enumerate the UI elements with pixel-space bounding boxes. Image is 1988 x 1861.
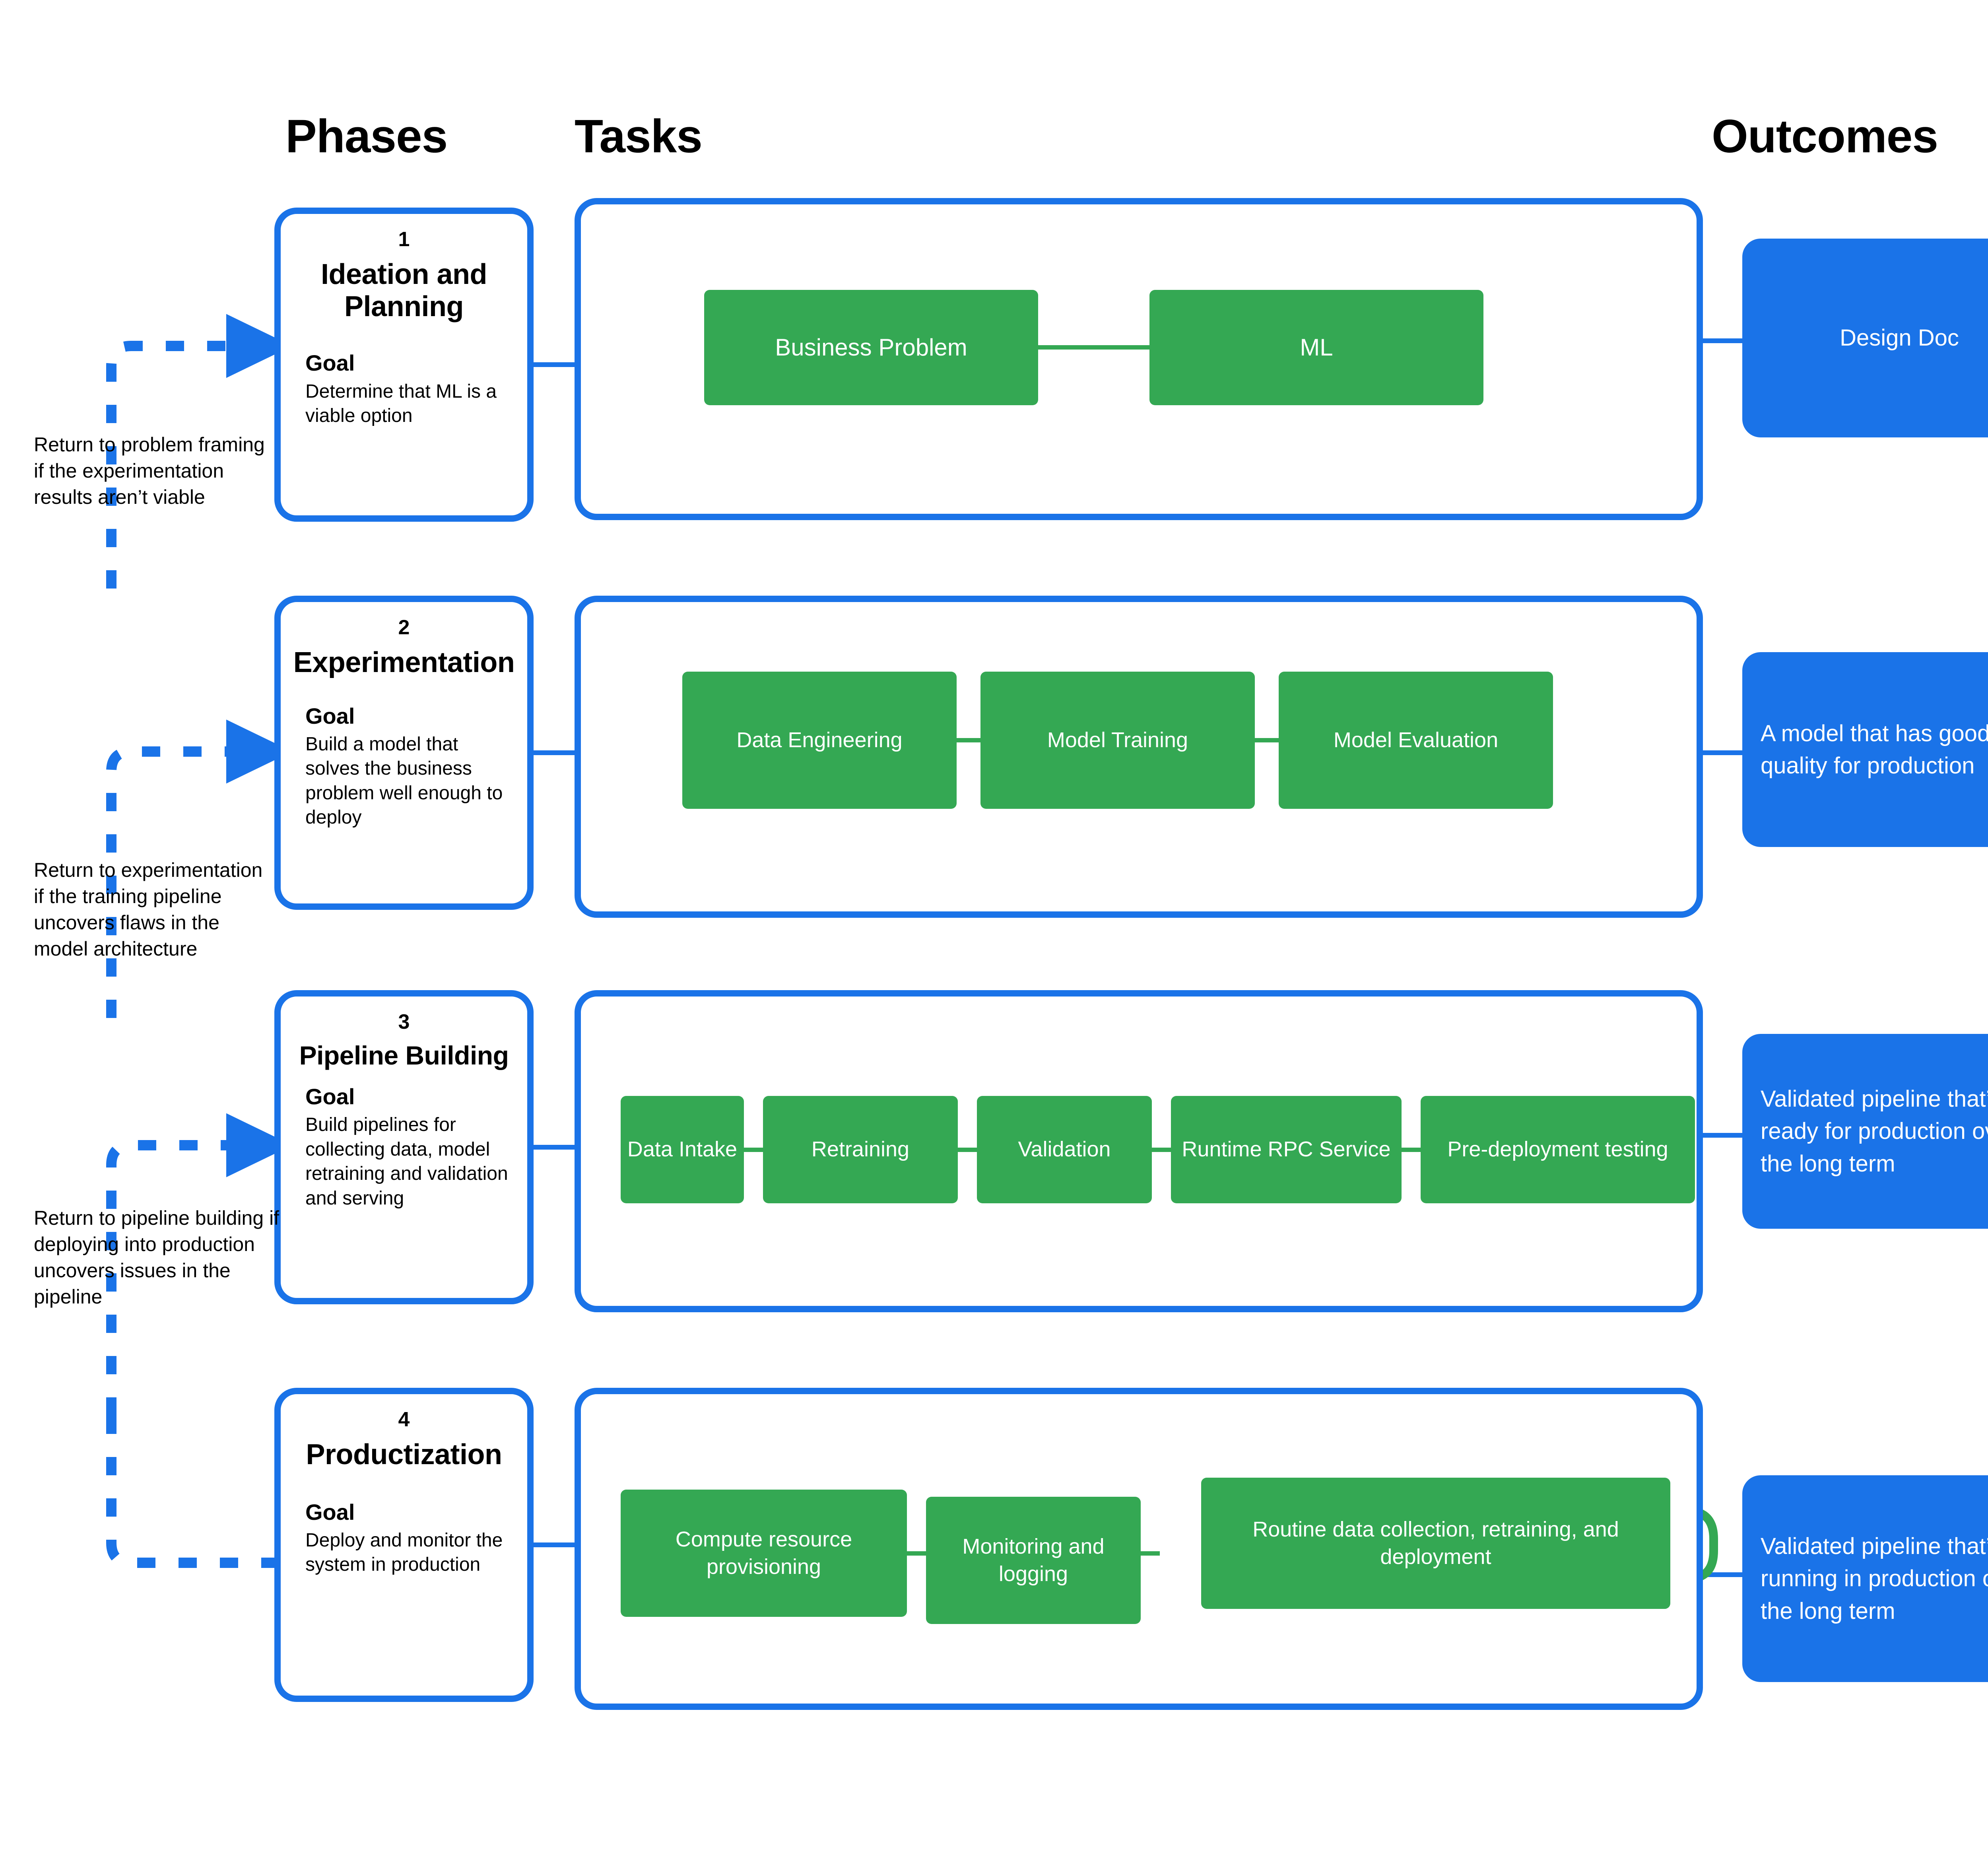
task-box[interactable]: Pre-deployment testing xyxy=(1421,1096,1695,1203)
phase-title: Pipeline Building xyxy=(299,1041,509,1070)
outcome-text: A model that has good quality for produc… xyxy=(1761,720,1988,779)
task-connector xyxy=(1402,1148,1421,1152)
column-header-tasks: Tasks xyxy=(575,110,703,163)
phase-goal-block: Goal Build pipelines for collecting data… xyxy=(305,1084,527,1210)
task-connector xyxy=(744,1148,763,1152)
phase-number: 2 xyxy=(398,616,410,639)
tasks-panel-4: Compute resource provisioning Monitoring… xyxy=(575,1388,1703,1710)
outcome-box-3[interactable]: Validated pipeline that’s ready for prod… xyxy=(1742,1034,1988,1229)
task-box[interactable]: Runtime RPC Service xyxy=(1171,1096,1402,1203)
column-header-phases: Phases xyxy=(285,110,448,163)
task-box[interactable]: Validation xyxy=(977,1096,1152,1203)
tasks-to-outcome-connectors xyxy=(1703,338,1742,1577)
task-connector xyxy=(957,738,980,742)
phase-card-4[interactable]: 4 Productization Goal Deploy and monitor… xyxy=(274,1388,534,1702)
task-box[interactable]: Model Evaluation xyxy=(1279,672,1553,809)
goal-text: Deploy and monitor the system in product… xyxy=(305,1530,503,1575)
task-connector xyxy=(958,1148,977,1152)
task-box[interactable]: Compute resource provisioning xyxy=(621,1490,907,1617)
feedback-annotation-2: Return to experimentation if the trainin… xyxy=(34,859,263,960)
task-box[interactable]: Data Intake xyxy=(621,1096,744,1203)
goal-text: Determine that ML is a viable option xyxy=(305,381,497,427)
task-box[interactable]: Routine data collection, retraining, and… xyxy=(1201,1478,1670,1609)
phase-title: Ideation and Planning xyxy=(320,258,487,322)
task-connector xyxy=(1038,345,1149,350)
task-connector xyxy=(907,1551,926,1556)
task-box[interactable]: Model Training xyxy=(980,672,1255,809)
task-connector xyxy=(1152,1148,1171,1152)
feedback-annotation-1: Return to problem framing if the experim… xyxy=(34,433,265,508)
tasks-panel-1: Business Problem ML xyxy=(575,198,1703,520)
goal-label: Goal xyxy=(305,350,355,376)
phase-goal-block: Goal Deploy and monitor the system in pr… xyxy=(305,1500,527,1577)
phase-number: 3 xyxy=(398,1010,410,1033)
task-box[interactable]: Data Engineering xyxy=(682,672,957,809)
goal-label: Goal xyxy=(305,1499,355,1525)
task-connector xyxy=(1255,738,1279,742)
phase-card-3[interactable]: 3 Pipeline Building Goal Build pipelines… xyxy=(274,990,534,1304)
outcome-text: Validated pipeline that’s running in pro… xyxy=(1761,1533,1988,1624)
goal-label: Goal xyxy=(305,703,355,728)
task-box[interactable]: Monitoring and logging xyxy=(926,1497,1141,1624)
task-box[interactable]: ML xyxy=(1149,290,1483,405)
tasks-panel-3: Data Intake Retraining Validation Runtim… xyxy=(575,990,1703,1312)
phase-title: Experimentation xyxy=(293,647,515,678)
goal-text: Build pipelines for collecting data, mod… xyxy=(305,1114,508,1209)
phase-card-2[interactable]: 2 Experimentation Goal Build a model tha… xyxy=(274,596,534,910)
card-to-tasks-connectors xyxy=(534,362,575,1547)
task-connector xyxy=(1141,1551,1160,1556)
outcome-box-4[interactable]: Validated pipeline that’s running in pro… xyxy=(1742,1475,1988,1682)
task-box[interactable]: Retraining xyxy=(763,1096,958,1203)
outcome-text: Design Doc xyxy=(1840,325,1959,351)
column-header-outcomes: Outcomes xyxy=(1712,110,1938,163)
phase-goal-block: Goal Build a model that solves the busin… xyxy=(305,703,527,830)
outcome-box-2[interactable]: A model that has good quality for produc… xyxy=(1742,652,1988,847)
goal-label: Goal xyxy=(305,1084,355,1109)
goal-text: Build a model that solves the business p… xyxy=(305,734,503,828)
phase-goal-block: Goal Determine that ML is a viable optio… xyxy=(305,350,527,428)
feedback-annotation-3: Return to pipeline building if deploying… xyxy=(34,1207,280,1308)
phase-title: Productization xyxy=(306,1439,503,1471)
phase-number: 4 xyxy=(398,1408,410,1431)
task-box[interactable]: Business Problem xyxy=(704,290,1038,405)
tasks-panel-2: Data Engineering Model Training Model Ev… xyxy=(575,596,1703,918)
outcome-text: Validated pipeline that’s ready for prod… xyxy=(1761,1086,1988,1177)
phase-card-1[interactable]: 1 Ideation and Planning Goal Determine t… xyxy=(274,208,534,522)
outcome-box-1[interactable]: Design Doc xyxy=(1742,239,1988,437)
phase-number: 1 xyxy=(398,228,410,251)
